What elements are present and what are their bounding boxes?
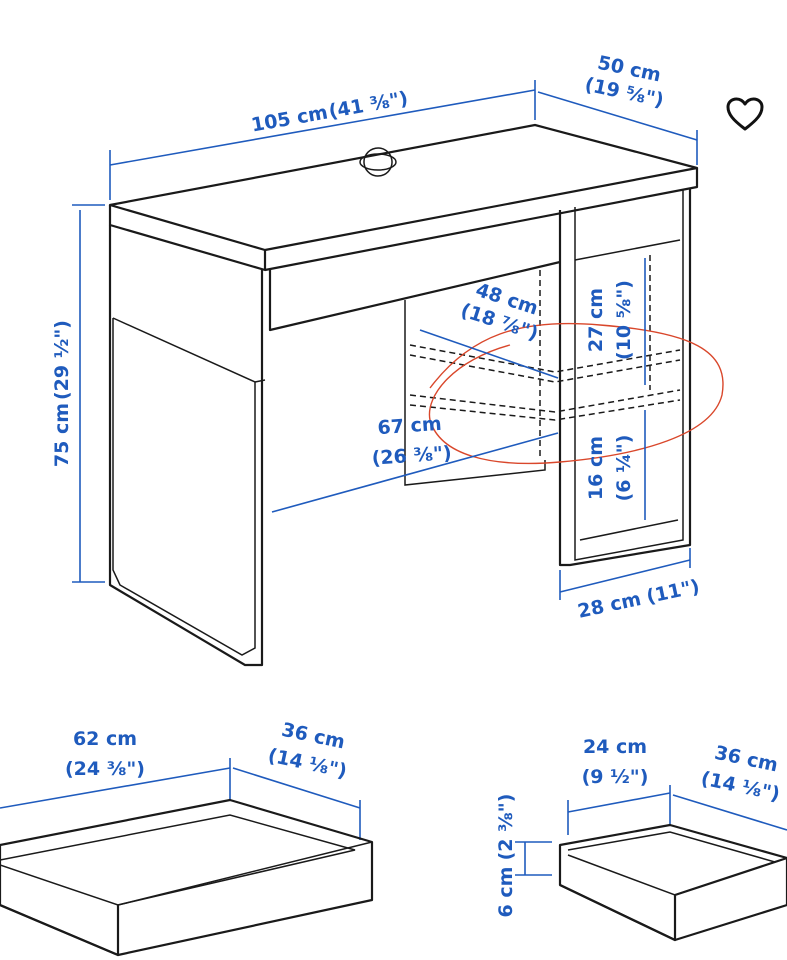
lower-clearance-imperial: (6 ¼") — [613, 435, 635, 502]
desk-height-imperial: (29 ½") — [51, 320, 73, 400]
dimension-lines — [0, 80, 787, 876]
lower-clearance-label: 16 cm (6 ¼") — [585, 435, 635, 502]
large-drawer-width-imperial: (24 ⅜") — [65, 758, 145, 780]
heart-outline-icon[interactable] — [725, 96, 765, 132]
upper-clearance-label: 27 cm (10 ⅝") — [585, 280, 635, 360]
large-drawer-depth-label: 36 cm (14 ⅛") — [266, 719, 349, 783]
legroom-width-metric: 67 cm — [377, 413, 443, 439]
legroom-width-label: 67 cm (26 ⅜") — [371, 413, 452, 470]
cabinet-width-label: 28 cm (11") — [576, 576, 702, 623]
small-drawer-illustration — [558, 823, 787, 942]
cabinet-width-metric: 28 cm — [576, 588, 643, 623]
desk-depth-label: 50 cm (19 ⅝") — [583, 52, 666, 112]
lower-clearance-metric: 16 cm — [585, 436, 607, 500]
upper-clearance-imperial: (10 ⅝") — [613, 280, 635, 360]
small-drawer-width-label: 24 cm (9 ½") — [582, 736, 649, 788]
small-drawer-width-imperial: (9 ½") — [582, 766, 649, 788]
cabinet-width-imperial: (11") — [644, 576, 701, 609]
small-drawer-depth-label: 36 cm (14 ⅛") — [699, 742, 782, 806]
small-drawer-height-label: 6 cm (2 ⅜") — [495, 794, 517, 918]
shelf-depth-label: 48 cm (18 ⅞") — [458, 279, 541, 345]
desk-height-label: 75 cm (29 ½") — [51, 320, 73, 467]
desk-illustration — [108, 123, 699, 667]
large-drawer-width-metric: 62 cm — [73, 728, 137, 750]
upper-clearance-metric: 27 cm — [585, 288, 607, 352]
small-drawer-height-imperial: (2 ⅜") — [495, 794, 517, 861]
small-drawer-height-metric: 6 cm — [495, 867, 517, 918]
desk-width-label: 105 cm (41 ⅜") — [250, 87, 410, 136]
desk-height-metric: 75 cm — [51, 403, 73, 467]
small-drawer-width-metric: 24 cm — [583, 736, 647, 758]
desk-width-metric: 105 cm — [250, 101, 330, 136]
red-circle-annotation — [428, 322, 724, 465]
large-drawer-width-label: 62 cm (24 ⅜") — [65, 728, 145, 780]
large-drawer-illustration — [0, 798, 374, 957]
desk-width-imperial: (41 ⅜") — [327, 87, 410, 123]
